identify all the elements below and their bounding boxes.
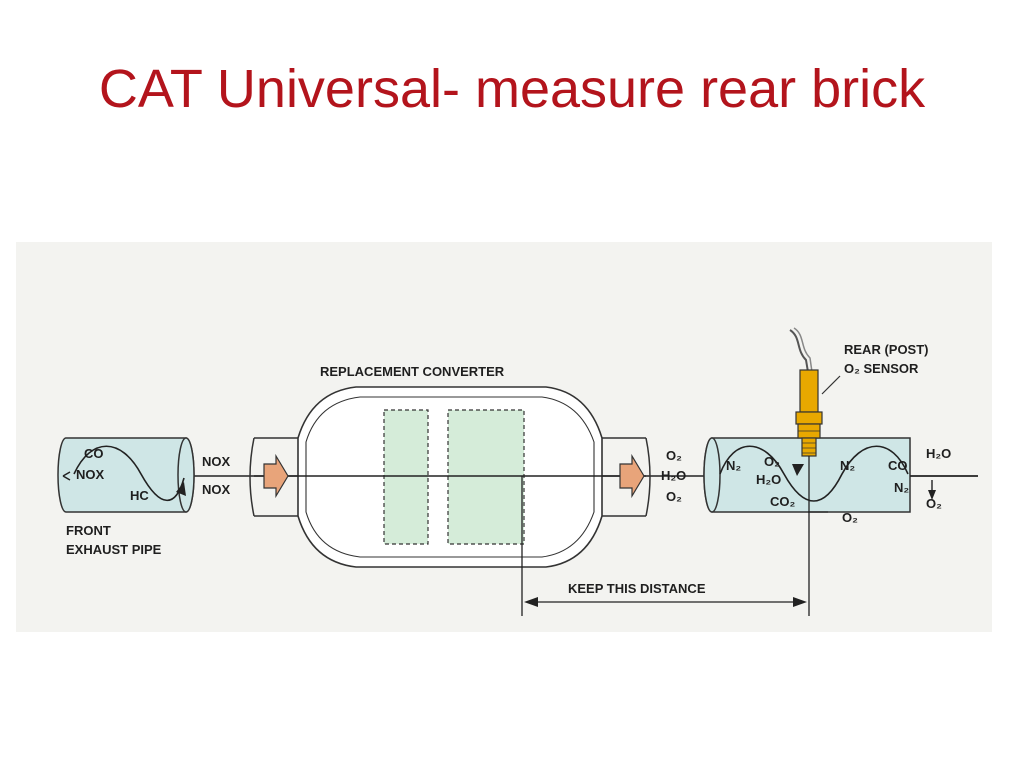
outlet-gas-o2-1: O₂ xyxy=(666,448,682,463)
inlet-gas-nox-1: NOX xyxy=(202,454,231,469)
exit-gas-o2: O₂ xyxy=(926,496,942,511)
inlet-flow-arrow xyxy=(263,453,289,499)
front-gas-nox: NOX xyxy=(76,467,105,482)
distance-dimension xyxy=(521,456,810,616)
outlet-flow-arrow xyxy=(619,453,645,499)
front-gas-hc: HC xyxy=(130,488,149,503)
rear-o2-sensor xyxy=(789,327,841,457)
diagram-panel: CO NOX HC FRONT EXHAUST PIPE NOX NOX REP… xyxy=(16,242,992,632)
front-flow-tail xyxy=(62,471,71,481)
rear-gas-co2: CO₂ xyxy=(770,494,796,509)
sensor-callout-line xyxy=(821,375,841,395)
sensor-label-line2: O₂ SENSOR xyxy=(844,361,919,376)
slide-title: CAT Universal- measure rear brick xyxy=(98,59,926,119)
rear-gas-n2-c: N₂ xyxy=(894,480,909,495)
outlet-gas-h2o: H₂O xyxy=(661,468,686,483)
replacement-converter xyxy=(249,386,651,568)
rear-exhaust-pipe xyxy=(703,437,911,513)
sensor-label-line1: REAR (POST) xyxy=(844,342,929,357)
rear-substrate-brick xyxy=(447,409,525,545)
front-pipe-label-line1: FRONT xyxy=(66,523,111,538)
outlet-gas-o2-2: O₂ xyxy=(666,489,682,504)
rear-gas-co: CO xyxy=(888,458,908,473)
front-gas-co: CO xyxy=(84,446,104,461)
converter-diagram: CO NOX HC FRONT EXHAUST PIPE NOX NOX REP… xyxy=(57,327,978,616)
rear-flow-wave xyxy=(719,445,909,502)
rear-gas-o2-a: O₂ xyxy=(764,454,780,469)
front-pipe-label-line2: EXHAUST PIPE xyxy=(66,542,162,557)
exit-gas-h2o: H₂O xyxy=(926,446,951,461)
front-substrate-brick xyxy=(383,409,429,545)
distance-label: KEEP THIS DISTANCE xyxy=(568,581,706,596)
rear-gas-h2o-a: H₂O xyxy=(756,472,781,487)
inlet-gas-nox-2: NOX xyxy=(202,482,231,497)
front-exhaust-pipe xyxy=(57,437,195,513)
front-flow-wave xyxy=(73,445,185,502)
exit-arrowhead xyxy=(928,490,936,500)
front-flow-arrowhead xyxy=(176,482,186,496)
converter-label: REPLACEMENT CONVERTER xyxy=(320,364,505,379)
rear-gas-n2-a: N₂ xyxy=(726,458,741,473)
rear-gas-o2-b: O₂ xyxy=(842,510,858,525)
rear-gas-n2-b: N₂ xyxy=(840,458,855,473)
